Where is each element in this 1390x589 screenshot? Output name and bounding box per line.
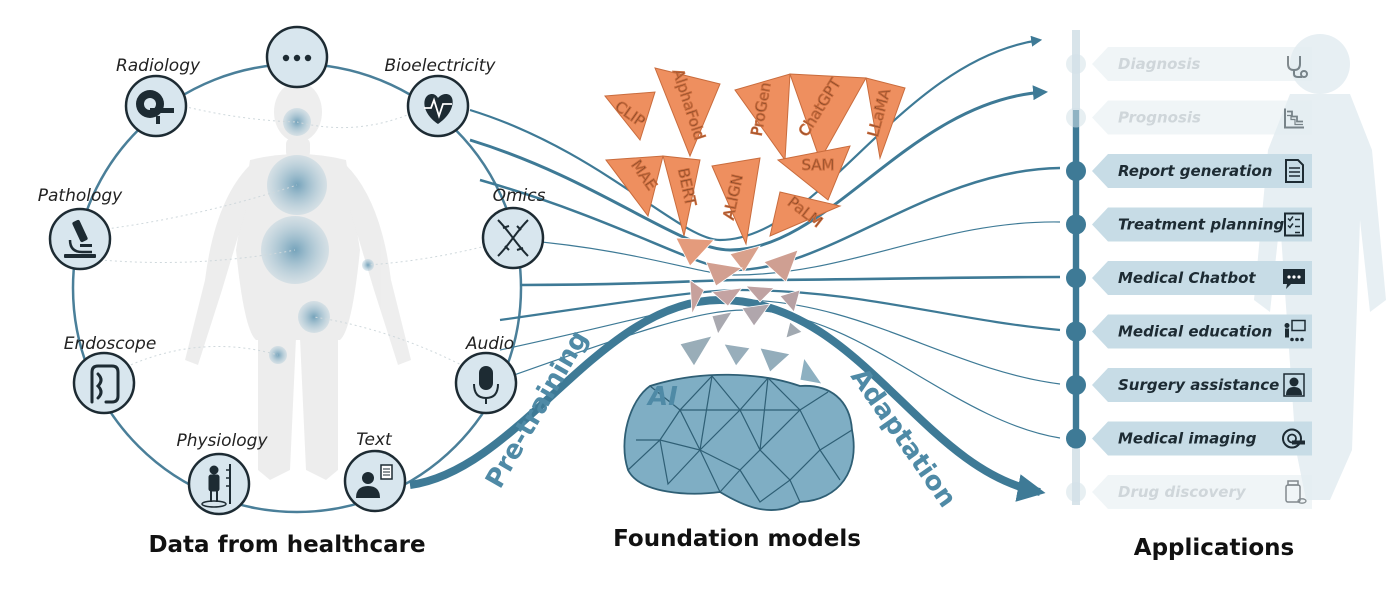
- model-chatgpt: ChatGPT: [789, 73, 867, 162]
- microphone-icon: [473, 366, 499, 404]
- model-sam: SAM: [776, 145, 851, 201]
- application-box: [1092, 100, 1312, 135]
- mri-scanner-icon: [1282, 428, 1305, 449]
- application-row: Medical imaging: [1066, 421, 1312, 456]
- application-label: Prognosis: [1118, 109, 1201, 127]
- model-mae: MAE: [605, 155, 664, 218]
- application-label: Drug discovery: [1118, 483, 1247, 501]
- caption-models: Foundation models: [613, 526, 861, 552]
- timeline-dot: [1066, 321, 1086, 342]
- transitional-shards: [675, 237, 823, 385]
- application-row: Drug discovery: [1066, 475, 1312, 509]
- application-box: [1092, 261, 1312, 295]
- heart-ecg-icon: [424, 94, 453, 124]
- report-document-icon: [1285, 159, 1304, 183]
- survival-curve-icon: [1284, 108, 1304, 129]
- timeline-dot: [1066, 107, 1086, 128]
- application-row: Medical Chatbot: [1066, 261, 1312, 295]
- chat-bubble-icon: [1283, 269, 1305, 289]
- modality-label-text: Text: [356, 430, 393, 450]
- application-row: Diagnosis: [1066, 47, 1312, 81]
- application-label: Medical education: [1118, 323, 1272, 341]
- application-box: [1092, 154, 1312, 188]
- timeline-dot: [1066, 268, 1086, 288]
- ellipsis-icon: [282, 54, 312, 62]
- application-label: Report generation: [1118, 162, 1272, 180]
- modality-node-omics: Omics: [481, 186, 546, 270]
- application-row: Surgery assistance: [1066, 368, 1312, 402]
- timeline-dot: [1066, 54, 1086, 74]
- surgeon-icon: [1283, 373, 1305, 397]
- modality-label-physiology: Physiology: [176, 431, 268, 451]
- timeline-dot: [1066, 482, 1086, 502]
- timeline-dot: [1066, 214, 1086, 235]
- intestine-icon: [90, 364, 120, 404]
- caption-applications: Applications: [1134, 535, 1294, 561]
- application-label: Medical imaging: [1118, 430, 1257, 448]
- pill-bottle-icon: [1285, 480, 1307, 504]
- modality-node-bioelectricity: Bioelectricity: [385, 56, 497, 138]
- modality-label-endoscope: Endoscope: [64, 334, 157, 354]
- timeline-dot: [1066, 161, 1086, 181]
- model-progen: ProGen: [734, 73, 791, 162]
- model-llama: LLaMA: [864, 77, 906, 160]
- application-label: Medical Chatbot: [1118, 269, 1256, 287]
- application-row: Prognosis: [1066, 100, 1312, 135]
- application-box: [1092, 207, 1312, 242]
- model-bert: BERT: [662, 155, 701, 237]
- application-label: Diagnosis: [1118, 55, 1201, 73]
- microscope-icon: [64, 219, 96, 258]
- timeline-dot: [1066, 375, 1086, 395]
- application-row: Report generation: [1066, 154, 1312, 188]
- application-box: [1092, 475, 1312, 509]
- ct-scanner-icon: [136, 90, 174, 124]
- application-row: Treatment planning: [1066, 207, 1312, 242]
- ai-brain-network: AI: [623, 373, 855, 511]
- ai-label: AI: [646, 382, 678, 412]
- height-measure-icon: [201, 464, 231, 508]
- application-label: Surgery assistance: [1118, 376, 1279, 394]
- application-box: [1092, 421, 1312, 456]
- foundation-model-shards: CLIP AlphaFold ProGen ChatGPT LLaMA MAE …: [604, 66, 906, 246]
- modality-node-pathology: Pathology: [38, 186, 123, 271]
- svg-text:SAM: SAM: [801, 156, 834, 174]
- model-align: ALIGN: [711, 157, 761, 246]
- modality-node-endoscope: Endoscope: [64, 334, 157, 415]
- model-alphafold: AlphaFold: [654, 66, 721, 158]
- modality-label-radiology: Radiology: [116, 56, 201, 76]
- modality-label-bioelectricity: Bioelectricity: [385, 56, 497, 76]
- timeline-dot: [1066, 428, 1086, 449]
- modality-label-pathology: Pathology: [38, 186, 123, 206]
- modality-node-audio: Audio: [454, 334, 518, 415]
- modality-label-omics: Omics: [493, 186, 546, 206]
- application-box: [1092, 314, 1312, 349]
- application-box: [1092, 47, 1312, 81]
- doctor-document-icon: [356, 464, 393, 498]
- modality-node-text: Text: [343, 430, 407, 513]
- modality-node-physiology: Physiology: [176, 431, 268, 516]
- modality-node-more: [265, 25, 329, 89]
- application-box: [1092, 368, 1312, 402]
- human-body-silhouette: [185, 82, 411, 480]
- application-label: Treatment planning: [1118, 216, 1285, 234]
- modality-node-radiology: Radiology: [116, 56, 201, 138]
- model-palm: PaLM: [769, 191, 842, 237]
- dna-icon: [497, 219, 529, 257]
- stethoscope-icon: [1287, 56, 1308, 78]
- caption-data: Data from healthcare: [148, 532, 425, 558]
- checklist-icon: [1284, 212, 1304, 237]
- model-clip: CLIP: [604, 91, 656, 142]
- application-row: Medical education: [1066, 314, 1312, 349]
- teacher-board-icon: [1284, 319, 1306, 342]
- modality-label-audio: Audio: [465, 334, 514, 354]
